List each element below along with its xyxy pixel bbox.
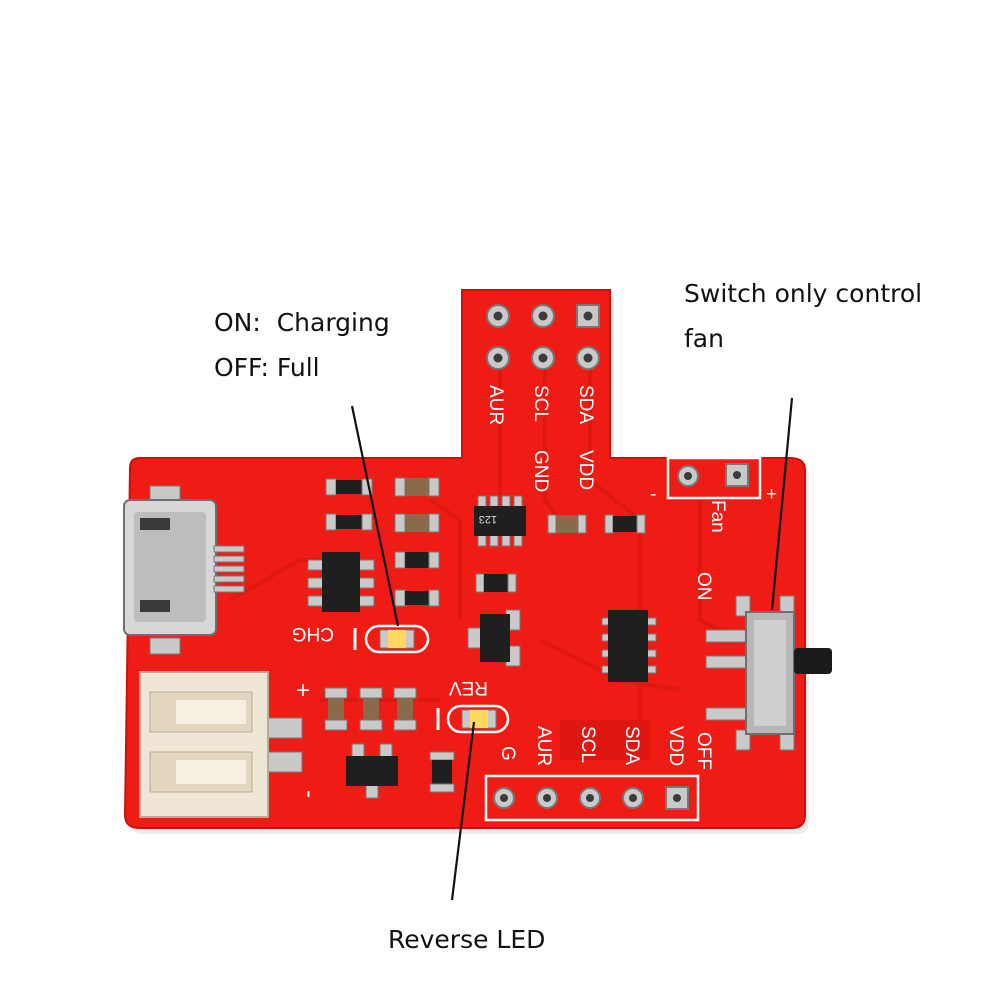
silk-on: ON	[693, 572, 714, 601]
callout-switch-line2: fan	[684, 324, 724, 353]
bottom-header	[484, 774, 700, 822]
silk-top-scl: SCL	[530, 385, 551, 422]
reverse-protection-mosfet	[467, 609, 521, 667]
slide-switch	[705, 595, 832, 751]
chip-marking: 123	[479, 513, 497, 525]
silk-minus-bat: -	[296, 790, 323, 798]
callout-reverse-led: Reverse LED	[388, 917, 545, 962]
silk-top-vdd: VDD	[575, 450, 596, 490]
pointer-reverse	[450, 721, 476, 901]
silk-top-sda: SDA	[575, 385, 596, 424]
pcb-board	[123, 289, 806, 829]
charge-led	[364, 624, 430, 654]
silk-top-gnd: GND	[530, 450, 551, 492]
smd-resistors	[324, 477, 646, 793]
silk-bottom-sda: SDA	[621, 726, 642, 765]
fan-controller-ic	[601, 610, 657, 682]
callout-switch-line1: Switch only control	[684, 279, 923, 308]
fan-header	[666, 456, 762, 500]
callout-charging-led: ON: Charging OFF: Full	[214, 300, 390, 390]
reverse-led	[446, 704, 510, 734]
silk-top-aur: AUR	[485, 385, 506, 425]
pointer-switch	[770, 397, 794, 611]
silk-minus-fan: -	[650, 484, 656, 505]
battery-connector	[139, 671, 303, 818]
silk-plus-fan: +	[766, 484, 777, 505]
silk-fan: Fan	[707, 500, 728, 533]
bottom-transistor	[346, 743, 398, 799]
silk-g: G	[497, 746, 518, 761]
silk-plus-bat: +	[296, 677, 310, 704]
silk-off: OFF	[693, 732, 714, 770]
pointer-charging	[350, 405, 400, 627]
silk-chg: CHG	[292, 623, 334, 644]
callout-charging-line2: OFF: Full	[214, 353, 320, 382]
charger-ic	[307, 552, 375, 612]
silk-bottom-vdd: VDD	[665, 726, 686, 766]
callout-switch: Switch only control fan	[684, 271, 922, 361]
callout-charging-line1: ON: Charging	[214, 308, 390, 337]
top-header-pins	[486, 304, 600, 370]
callout-reverse-text: Reverse LED	[388, 925, 546, 954]
callout-pointer-lines	[350, 397, 794, 901]
resistor-network: 123	[474, 495, 526, 547]
micro-usb-connector	[123, 485, 245, 655]
silk-bottom-scl: SCL	[577, 726, 598, 763]
silk-bottom-aur: AUR	[533, 726, 554, 766]
silk-rev: REV	[449, 677, 488, 698]
